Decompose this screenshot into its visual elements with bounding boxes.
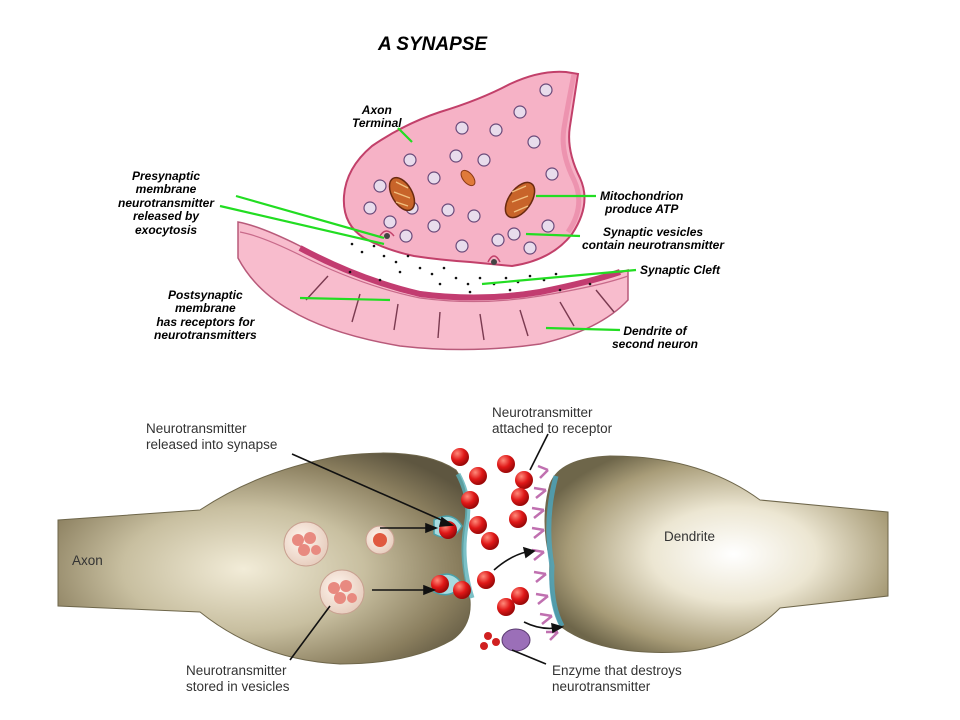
label-synaptic-cleft: Synaptic Cleft xyxy=(640,263,721,277)
synaptic-vesicles xyxy=(363,83,559,255)
pointer-lines xyxy=(219,127,637,332)
postsynaptic-membrane xyxy=(298,245,621,301)
arrows xyxy=(289,433,565,665)
label-axon: Axon xyxy=(72,553,103,568)
label-dendrite: Dendrite xyxy=(664,529,716,544)
mitochondria xyxy=(388,169,536,219)
synapse-top-illustration xyxy=(219,70,637,351)
vesicles-stored xyxy=(283,521,395,615)
dendrite-body xyxy=(544,455,889,653)
axon-terminal-body xyxy=(342,70,586,268)
axon-body xyxy=(57,452,471,665)
neurotransmitter-molecules xyxy=(431,448,533,650)
figure-title: A SYNAPSE xyxy=(378,34,488,55)
receptors xyxy=(531,464,559,641)
enzyme xyxy=(501,628,531,652)
